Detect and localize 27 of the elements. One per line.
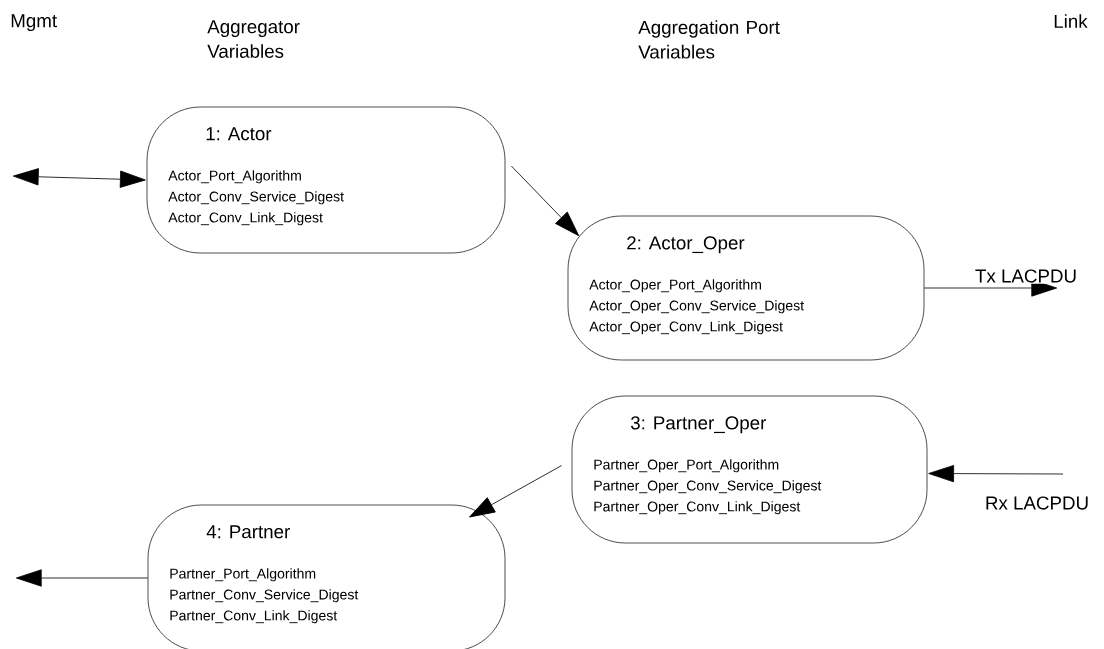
column-heading: Mgmt [11, 14, 57, 32]
variable-name: Partner_Oper_Conv_Service_Digest [594, 480, 822, 494]
variable-name: Actor_Conv_Link_Digest [168, 212, 323, 226]
variable-name: Partner_Oper_Conv_Link_Digest [594, 501, 801, 515]
box-heading: 3: Partner_Oper [630, 416, 767, 434]
variable-name: Partner_Oper_Port_Algorithm [594, 459, 779, 473]
variable-name: Partner_Conv_Service_Digest [170, 589, 359, 603]
column-heading: Aggregation Port Variables [638, 20, 780, 59]
arrow [12, 168, 146, 188]
variable-name: Actor_Oper_Conv_Service_Digest [589, 300, 804, 314]
column-heading: Link [1054, 14, 1088, 28]
variable-name: Actor_Oper_Port_Algorithm [589, 279, 761, 293]
arrow [928, 465, 1064, 483]
arrow [15, 569, 149, 587]
variable-name: Actor_Oper_Conv_Link_Digest [589, 321, 783, 335]
box-heading: 4: Partner [206, 525, 290, 539]
edge-label: Tx LACPDU [975, 269, 1076, 283]
box-heading: 2: Actor_Oper [627, 236, 745, 254]
column-heading: Aggregator Variables [207, 20, 300, 58]
box-heading: 1: Actor [206, 127, 272, 141]
variable-name: Actor_Port_Algorithm [168, 170, 301, 184]
variable-name: Actor_Conv_Service_Digest [168, 191, 344, 205]
arrow [510, 165, 580, 237]
variable-name: Partner_Port_Algorithm [170, 568, 316, 582]
variable-name: Partner_Conv_Link_Digest [170, 610, 338, 624]
edge-label: Rx LACPDU [986, 496, 1088, 510]
arrow [469, 465, 563, 518]
